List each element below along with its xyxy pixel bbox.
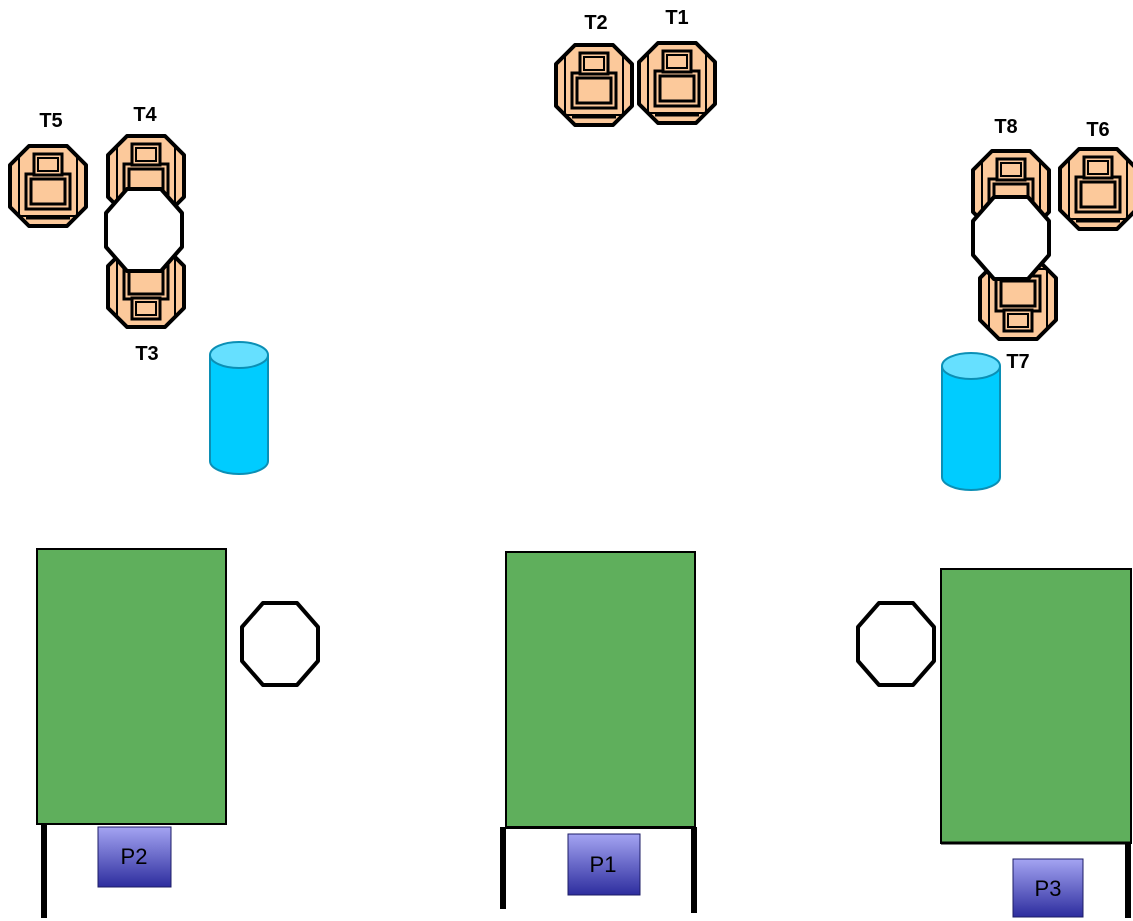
table-octagon-station-left (240, 601, 320, 687)
green-panel-left (36, 548, 227, 825)
table-octagon-station-right (856, 601, 936, 687)
seat-label-t3: T3 (135, 343, 158, 365)
seat-t6[interactable] (1058, 147, 1133, 231)
cylinder-right-icon (941, 352, 1001, 491)
seat-label-t7: T7 (1006, 351, 1029, 373)
seat-t1[interactable] (637, 41, 717, 125)
station-label-p3: P3 (1035, 876, 1062, 901)
seat-label-t5: T5 (39, 110, 62, 132)
station-label-p1: P1 (590, 852, 617, 877)
seat-t2[interactable] (554, 43, 634, 127)
seat-label-t8: T8 (994, 116, 1017, 138)
green-panel-right (940, 568, 1132, 844)
station-box-p3[interactable] (1012, 858, 1084, 918)
station-label-p2: P2 (121, 844, 148, 869)
table-octagon-right (971, 195, 1051, 281)
seat-label-t2: T2 (584, 12, 607, 34)
cylinder-left-icon (209, 341, 269, 475)
station-box-p1[interactable] (567, 833, 641, 896)
green-panel-center (505, 551, 696, 828)
seat-label-t4: T4 (133, 104, 157, 126)
seat-t5[interactable] (8, 144, 88, 228)
seat-label-t1: T1 (665, 7, 688, 29)
station-box-p2[interactable] (97, 826, 172, 888)
table-octagon-left (104, 187, 184, 273)
seat-label-t6: T6 (1086, 119, 1109, 141)
